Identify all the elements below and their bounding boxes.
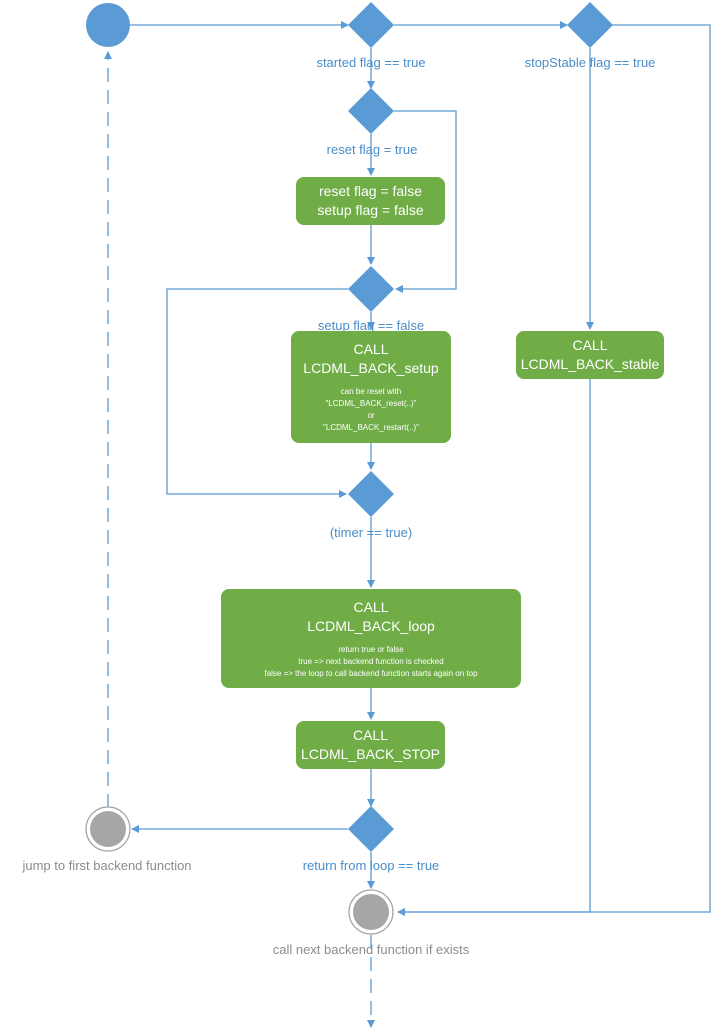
label-return-from-loop: return from loop == true (302, 858, 440, 873)
call-next-node (348, 889, 394, 935)
label-stop-stable-flag: stopStable flag == true (524, 55, 656, 70)
setup-call-label: CALL (353, 341, 389, 357)
decision-timer (348, 471, 394, 517)
reset-line-2: setup flag = false (317, 202, 424, 218)
edge-d4-skip-to-d5 (166, 288, 348, 498)
edge-stable-to-end (398, 379, 591, 913)
label-jump-first: jump to first backend function (22, 858, 192, 873)
edge-d2-right-to-end (397, 24, 711, 916)
label-setup-flag: setup flag == false (317, 318, 425, 333)
decision-return-loop (348, 806, 394, 852)
stable-call-label: CALL (572, 337, 608, 353)
call-setup-box: CALL LCDML_BACK_setup can be reset with … (291, 331, 451, 443)
setup-note-2: "LCDML_BACK_reset(..)" (325, 399, 417, 408)
loop-note-3: false => the loop to call backend functi… (264, 668, 478, 678)
jump-first-node (85, 806, 131, 852)
reset-line-1: reset flag = false (318, 183, 423, 199)
setup-note-4: "LCDML_BACK_restart(..)" (323, 423, 419, 432)
label-timer: (timer == true) (329, 525, 413, 540)
call-loop-box: CALL LCDML_BACK_loop return true or fals… (221, 589, 521, 688)
label-call-next: call next backend function if exists (272, 942, 470, 957)
decision-stop-stable (567, 2, 613, 48)
call-stable-box: CALL LCDML_BACK_stable (516, 331, 664, 379)
loop-function-name: LCDML_BACK_loop (307, 617, 435, 634)
decision-reset (348, 88, 394, 134)
stop-call-label: CALL (352, 727, 389, 743)
loop-note-2: true => next backend function is checked (298, 656, 444, 666)
call-stop-box: CALL LCDML_BACK_STOP (296, 721, 445, 769)
label-reset-flag: reset flag = true (326, 142, 418, 157)
stable-function-name: LCDML_BACK_stable (520, 356, 660, 372)
setup-function-name: LCDML_BACK_setup (303, 360, 439, 376)
setup-note-1: can be reset with (340, 387, 402, 396)
loop-note-1: return true or false (338, 644, 404, 654)
label-started-flag: started flag == true (316, 55, 426, 70)
loop-call-label: CALL (353, 598, 389, 615)
decision-started (348, 2, 394, 48)
decision-setup (348, 266, 394, 312)
edge-d3-skip-to-d4 (394, 110, 457, 293)
start-node (86, 3, 130, 47)
setup-note-3: or (367, 411, 375, 420)
stop-function-name: LCDML_BACK_STOP (300, 746, 440, 762)
reset-flags-box: reset flag = false setup flag = false (296, 177, 445, 225)
